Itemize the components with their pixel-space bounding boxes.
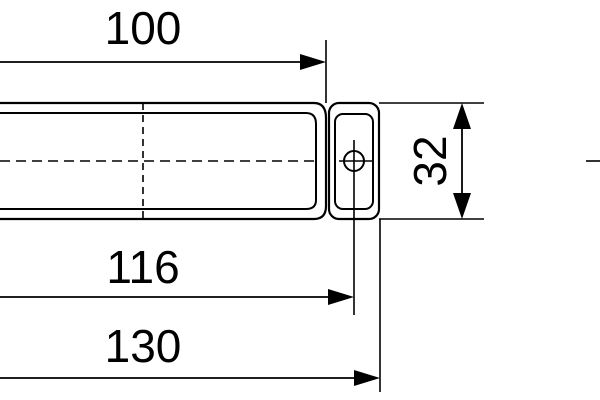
dimension-label-130: 130 — [105, 320, 182, 372]
dimension-label-32: 32 — [404, 135, 456, 186]
dimension-130: 130 — [0, 320, 380, 386]
dimension-label-100: 100 — [105, 2, 182, 54]
mounting-hole — [339, 150, 372, 172]
lamp-body — [0, 101, 328, 221]
dimension-100: 100 — [0, 2, 326, 70]
dimension-label-116: 116 — [106, 241, 179, 293]
dimension-116: 116 — [0, 241, 354, 305]
dimension-32: 32 — [404, 103, 471, 219]
extension-lines — [325, 40, 484, 392]
